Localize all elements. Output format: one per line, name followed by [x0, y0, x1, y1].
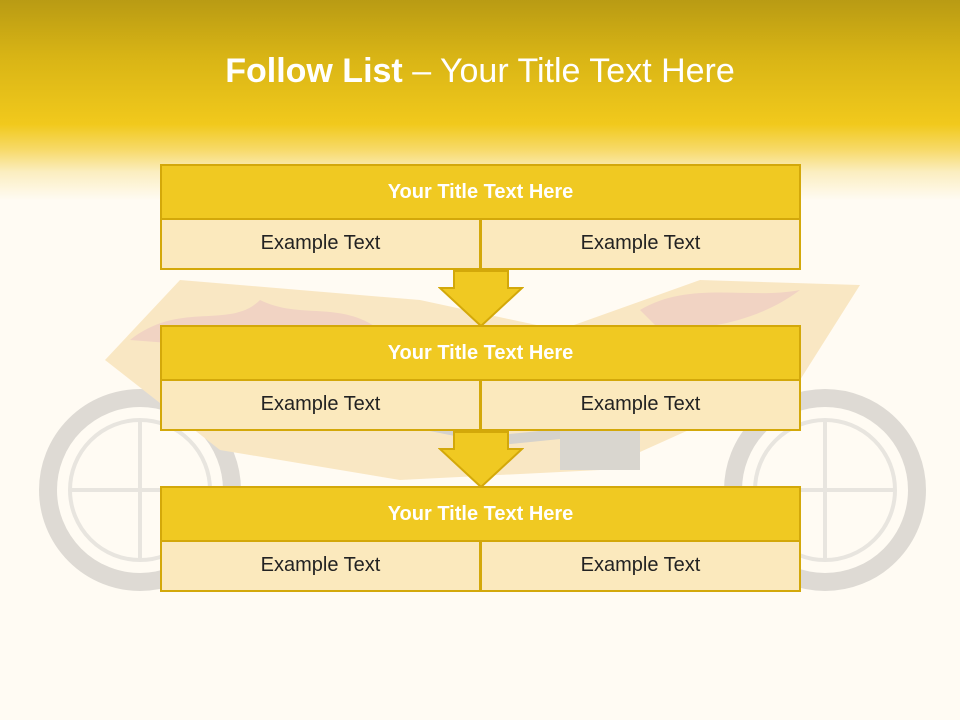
- down-arrow-icon: [438, 431, 524, 489]
- block-cell-right: Example Text: [480, 381, 801, 431]
- slide-title: Follow List – Your Title Text Here: [0, 52, 960, 91]
- block-title: Your Title Text Here: [160, 325, 801, 381]
- block-cell-right: Example Text: [480, 220, 801, 270]
- block-cell-left: Example Text: [160, 542, 481, 592]
- block-cell-left: Example Text: [160, 381, 481, 431]
- block-cell-left: Example Text: [160, 220, 481, 270]
- block-title: Your Title Text Here: [160, 486, 801, 542]
- title-rest-part: – Your Title Text Here: [402, 52, 735, 90]
- block-cell-right: Example Text: [480, 542, 801, 592]
- down-arrow-icon: [438, 270, 524, 328]
- block-title: Your Title Text Here: [160, 164, 801, 220]
- title-bold-part: Follow List: [225, 52, 403, 90]
